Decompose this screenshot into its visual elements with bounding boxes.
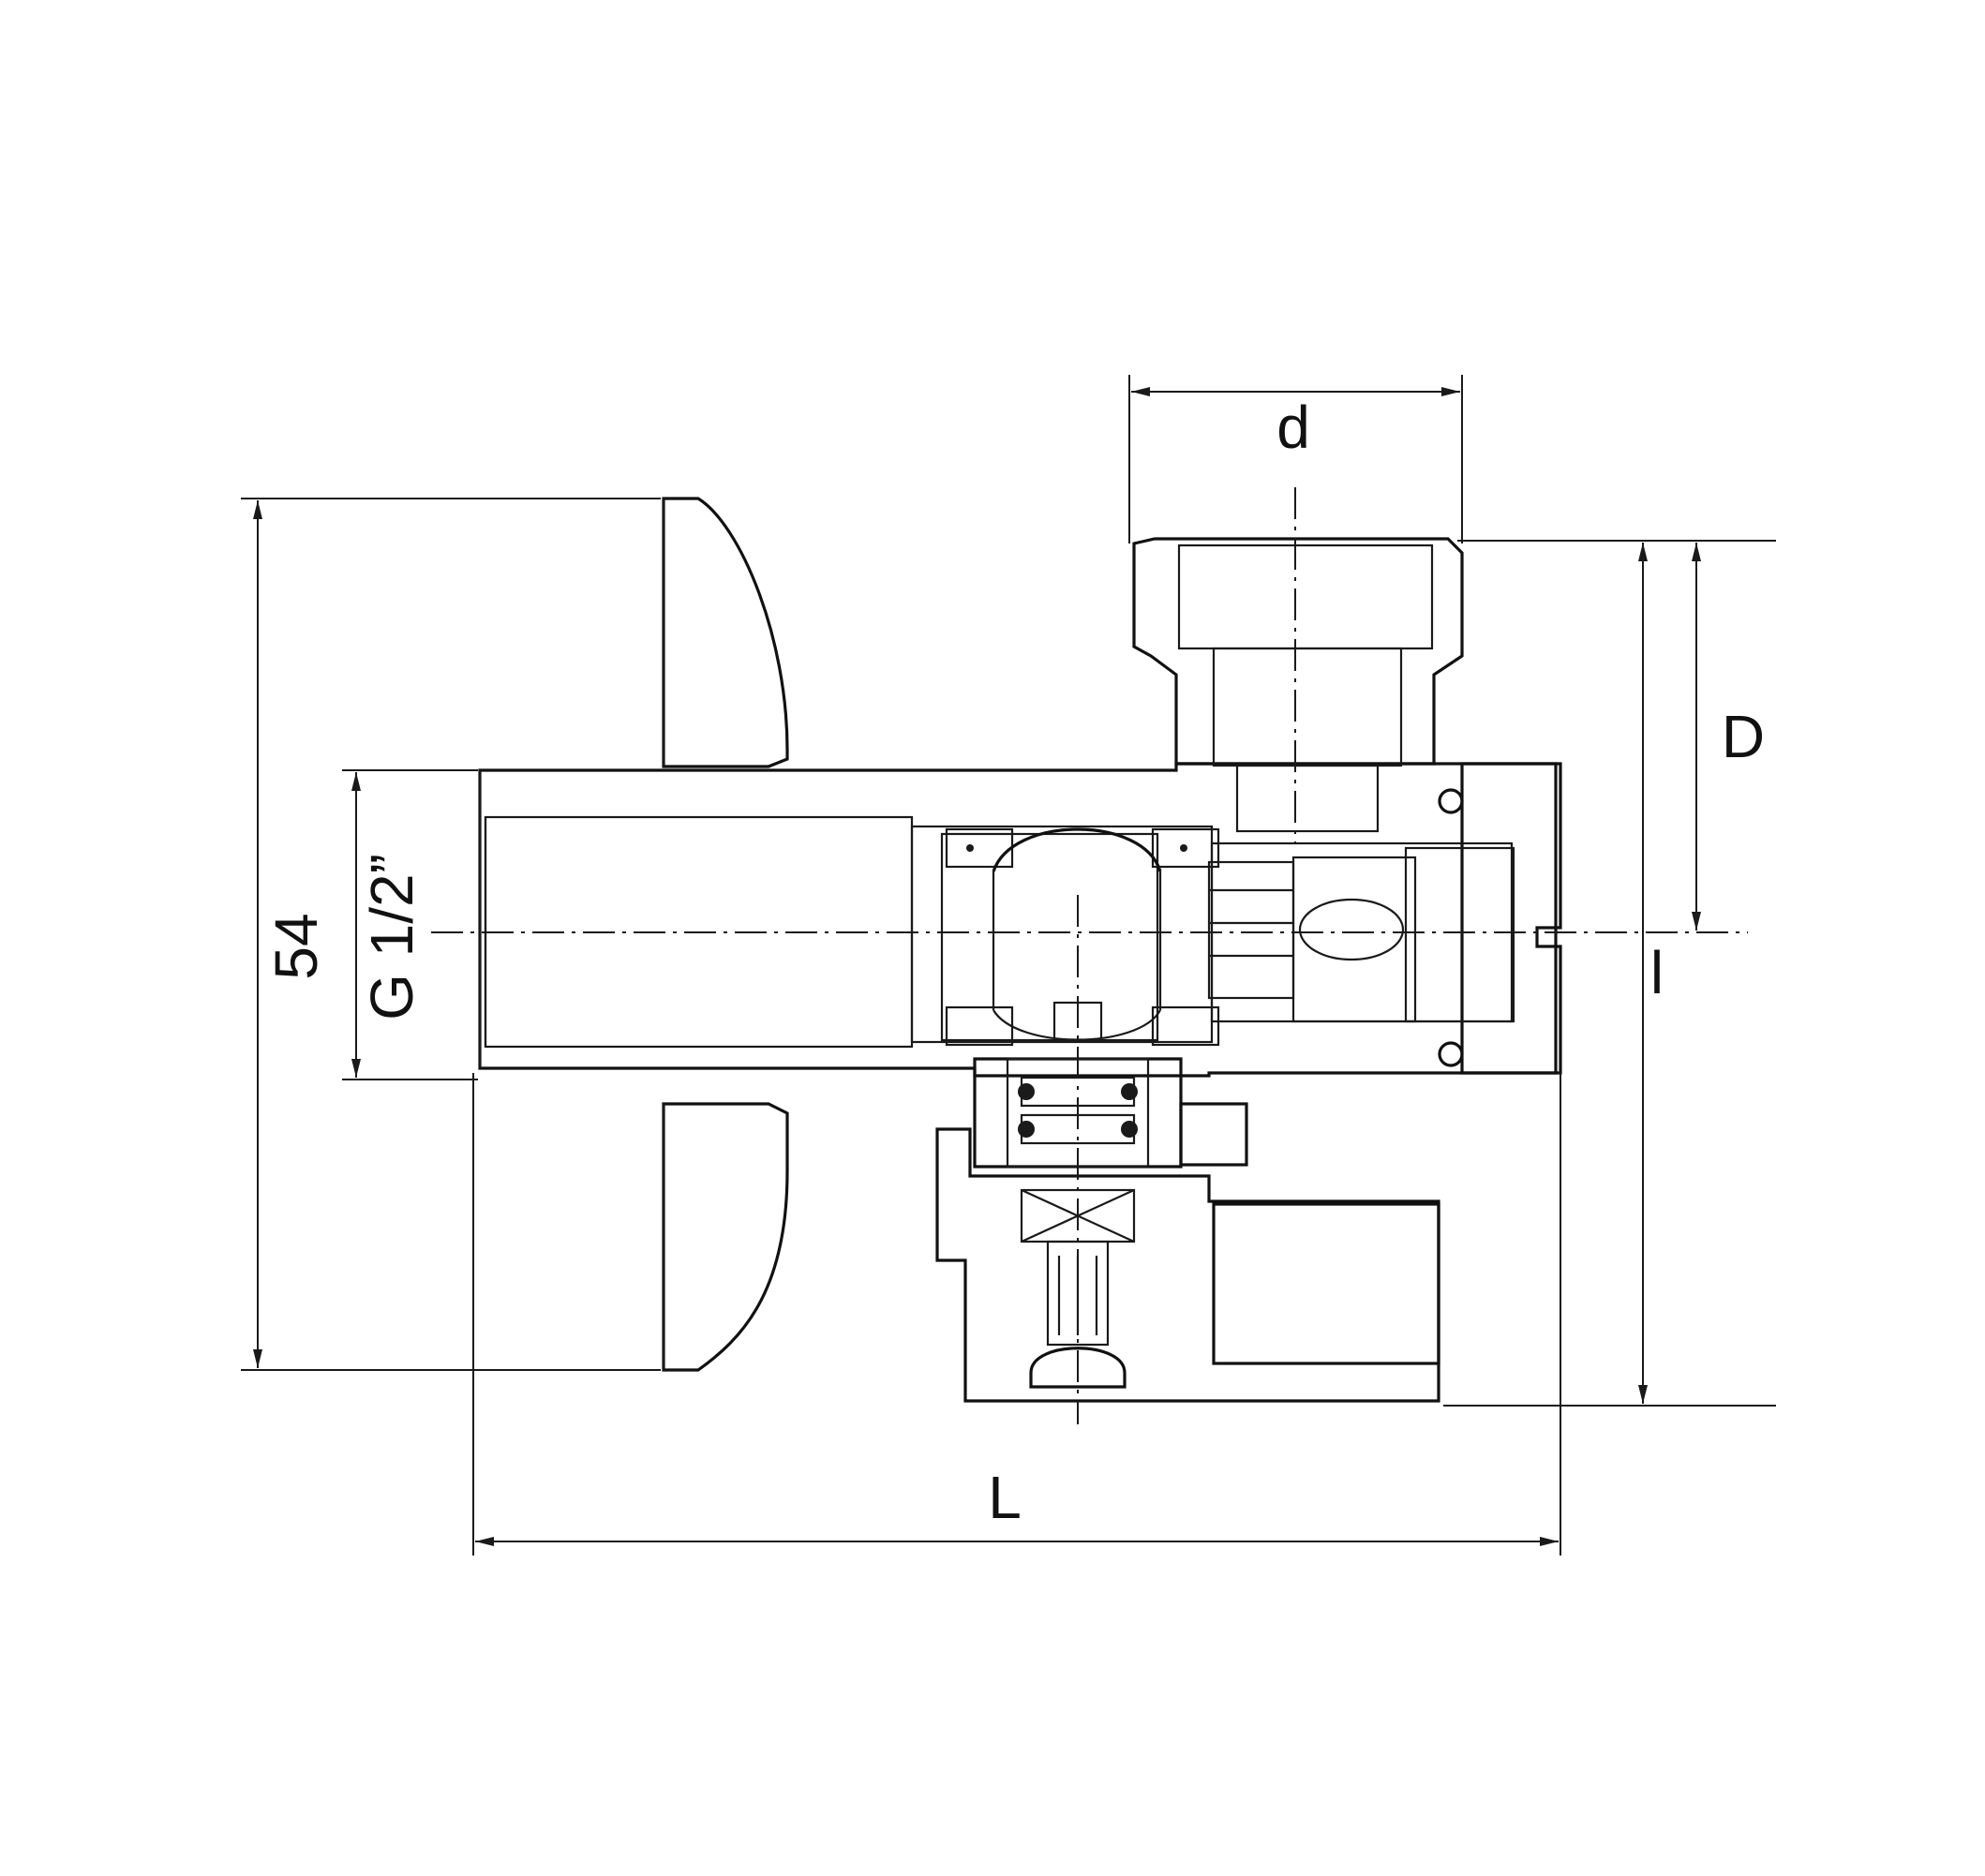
dimension-l: l bbox=[1443, 543, 1776, 1407]
dimension-D: D bbox=[1457, 540, 1776, 931]
dimension-54-label: 54 bbox=[262, 913, 330, 979]
dimension-thread-label: G 1/2” bbox=[358, 854, 425, 1020]
dimension-D-label: D bbox=[1722, 703, 1765, 770]
dimension-d-label: d bbox=[1276, 394, 1310, 461]
center-lines bbox=[431, 487, 1748, 1424]
dimension-54: 54 bbox=[241, 498, 661, 1371]
dimension-L-label: L bbox=[988, 1464, 1022, 1531]
dimension-thread: G 1/2” bbox=[342, 769, 478, 1080]
dimension-L: L bbox=[472, 1073, 1561, 1556]
lower-block bbox=[935, 1127, 1440, 1403]
lever-handle bbox=[662, 497, 789, 1372]
dimension-d: d bbox=[1128, 375, 1463, 543]
dimension-l-label: l bbox=[1650, 939, 1664, 1006]
ball-element bbox=[940, 827, 1220, 1047]
valve-body bbox=[478, 537, 1562, 1078]
